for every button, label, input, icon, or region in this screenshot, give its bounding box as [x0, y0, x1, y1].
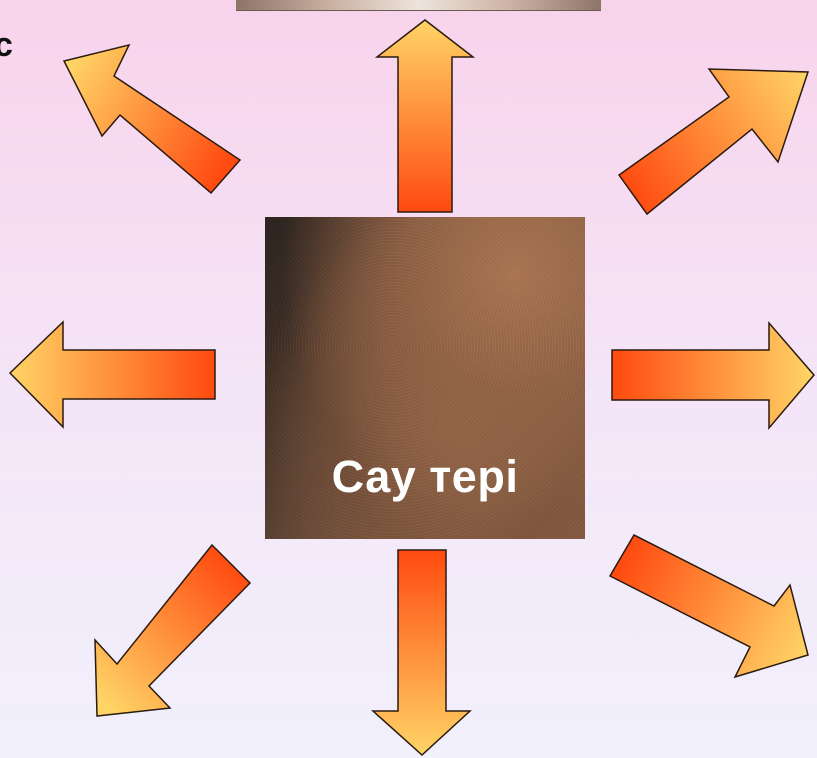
arrow-down-right-icon [610, 535, 808, 677]
arrow-up-right-icon [619, 69, 808, 214]
arrow-down-left-icon [95, 545, 250, 716]
arrow-right-icon [612, 323, 814, 428]
healthy-skin-photo: Сау тері [265, 217, 585, 539]
arrow-up-left-icon [64, 45, 240, 193]
arrow-down-icon [373, 550, 470, 755]
center-label: Сау тері [265, 451, 585, 503]
arrow-left-icon [10, 322, 215, 427]
arrow-up-icon [377, 20, 473, 212]
